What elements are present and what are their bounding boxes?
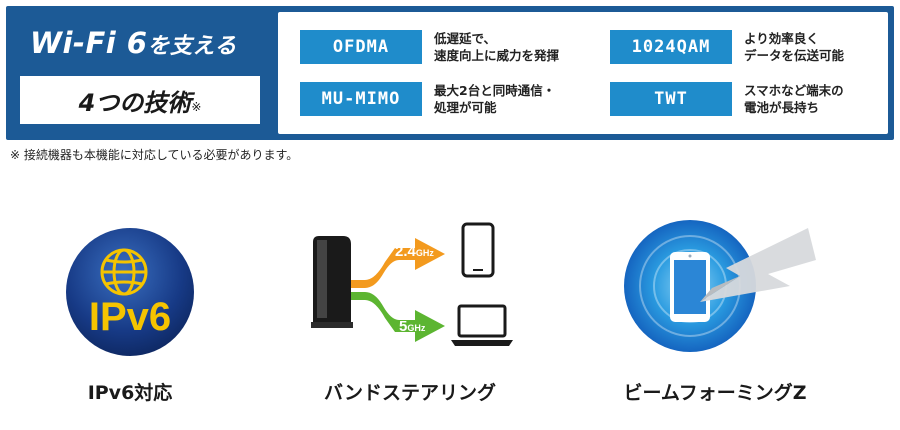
- feature-desc-line: 速度向上に威力を発揮: [434, 48, 560, 63]
- feature-chip-mu-mimo: MU-MIMO: [300, 82, 422, 116]
- router-icon: [311, 236, 353, 328]
- wifi6-banner: Wi-Fi 6を支える 4つの技術※ OFDMA 低遅延で、 速度向上に威力を発…: [6, 6, 894, 140]
- feature-label-band-steering: バンドステアリング: [324, 382, 496, 404]
- feature-desc-line: より効率良く: [744, 31, 819, 46]
- globe-icon: [100, 248, 148, 296]
- feature-desc-line: スマホなど端末の: [744, 83, 844, 98]
- feature-twt: TWT スマホなど端末の 電池が長持ち: [610, 82, 844, 116]
- feature-chip-twt: TWT: [610, 82, 732, 116]
- banner-title-main: Wi-Fi 6: [30, 26, 148, 60]
- banner-subtitle: 4つの技術※: [79, 83, 202, 118]
- feature-desc-line: 低遅延で、: [434, 31, 497, 46]
- feature-label-ipv6: IPv6対応: [87, 382, 173, 404]
- banner-title: Wi-Fi 6を支える: [30, 26, 237, 60]
- laptop-icon: [451, 304, 513, 346]
- feature-desc-mu-mimo: 最大2台と同時通信・ 処理が可能: [434, 82, 555, 116]
- ipv6-icon: IPv6: [66, 228, 194, 356]
- feature-1024qam: 1024QAM より効率良く データを伝送可能: [610, 30, 844, 64]
- feature-desc-line: 最大2台と同時通信・: [434, 83, 556, 98]
- beamforming-icon: [624, 220, 816, 352]
- band-steering-diagram: 2.4GHz 5GHz: [311, 222, 513, 346]
- feature-chip-1024qam: 1024QAM: [610, 30, 732, 64]
- feature-chip-ofdma: OFDMA: [300, 30, 422, 64]
- smartphone-icon: [461, 222, 495, 278]
- feature-desc-1024qam: より効率良く データを伝送可能: [744, 30, 844, 64]
- banner-subtitle-note: ※: [191, 99, 202, 114]
- feature-desc-line: 処理が可能: [434, 100, 497, 115]
- feature-label-beamforming: ビームフォーミングZ: [623, 382, 807, 404]
- feature-desc-line: データを伝送可能: [744, 48, 845, 63]
- banner-subtitle-text: 4つの技術: [78, 88, 192, 117]
- signal-bolt-icon: [700, 228, 816, 302]
- ipv6-icon-text: IPv6: [89, 295, 171, 339]
- banner-subtitle-box: 4つの技術※: [20, 76, 260, 124]
- footnote: ※ 接続機器も本機能に対応している必要があります。: [10, 148, 299, 162]
- arrow-2-4ghz: [351, 238, 445, 288]
- arrow-5ghz: [351, 292, 445, 342]
- feature-beamforming: ビームフォーミングZ: [590, 210, 840, 420]
- phone-icon: [670, 252, 710, 322]
- feature-band-steering: 2.4GHz 5GHz バンドステアリング: [295, 210, 525, 420]
- feature-desc-line: 電池が長持ち: [744, 100, 820, 115]
- band-2-4-label: 2.4GHz: [395, 243, 434, 260]
- feature-ipv6: IPv6 IPv6対応: [40, 210, 220, 420]
- band-5-label: 5GHz: [399, 318, 426, 335]
- feature-ofdma: OFDMA 低遅延で、 速度向上に威力を発揮: [300, 30, 559, 64]
- banner-title-sub: を支える: [147, 34, 237, 59]
- feature-desc-twt: スマホなど端末の 電池が長持ち: [744, 82, 844, 116]
- feature-grid: OFDMA 低遅延で、 速度向上に威力を発揮 1024QAM より効率良く デー…: [278, 12, 888, 134]
- feature-mu-mimo: MU-MIMO 最大2台と同時通信・ 処理が可能: [300, 82, 555, 116]
- banner-title-area: Wi-Fi 6を支える 4つの技術※: [6, 6, 274, 140]
- feature-desc-ofdma: 低遅延で、 速度向上に威力を発揮: [434, 30, 559, 64]
